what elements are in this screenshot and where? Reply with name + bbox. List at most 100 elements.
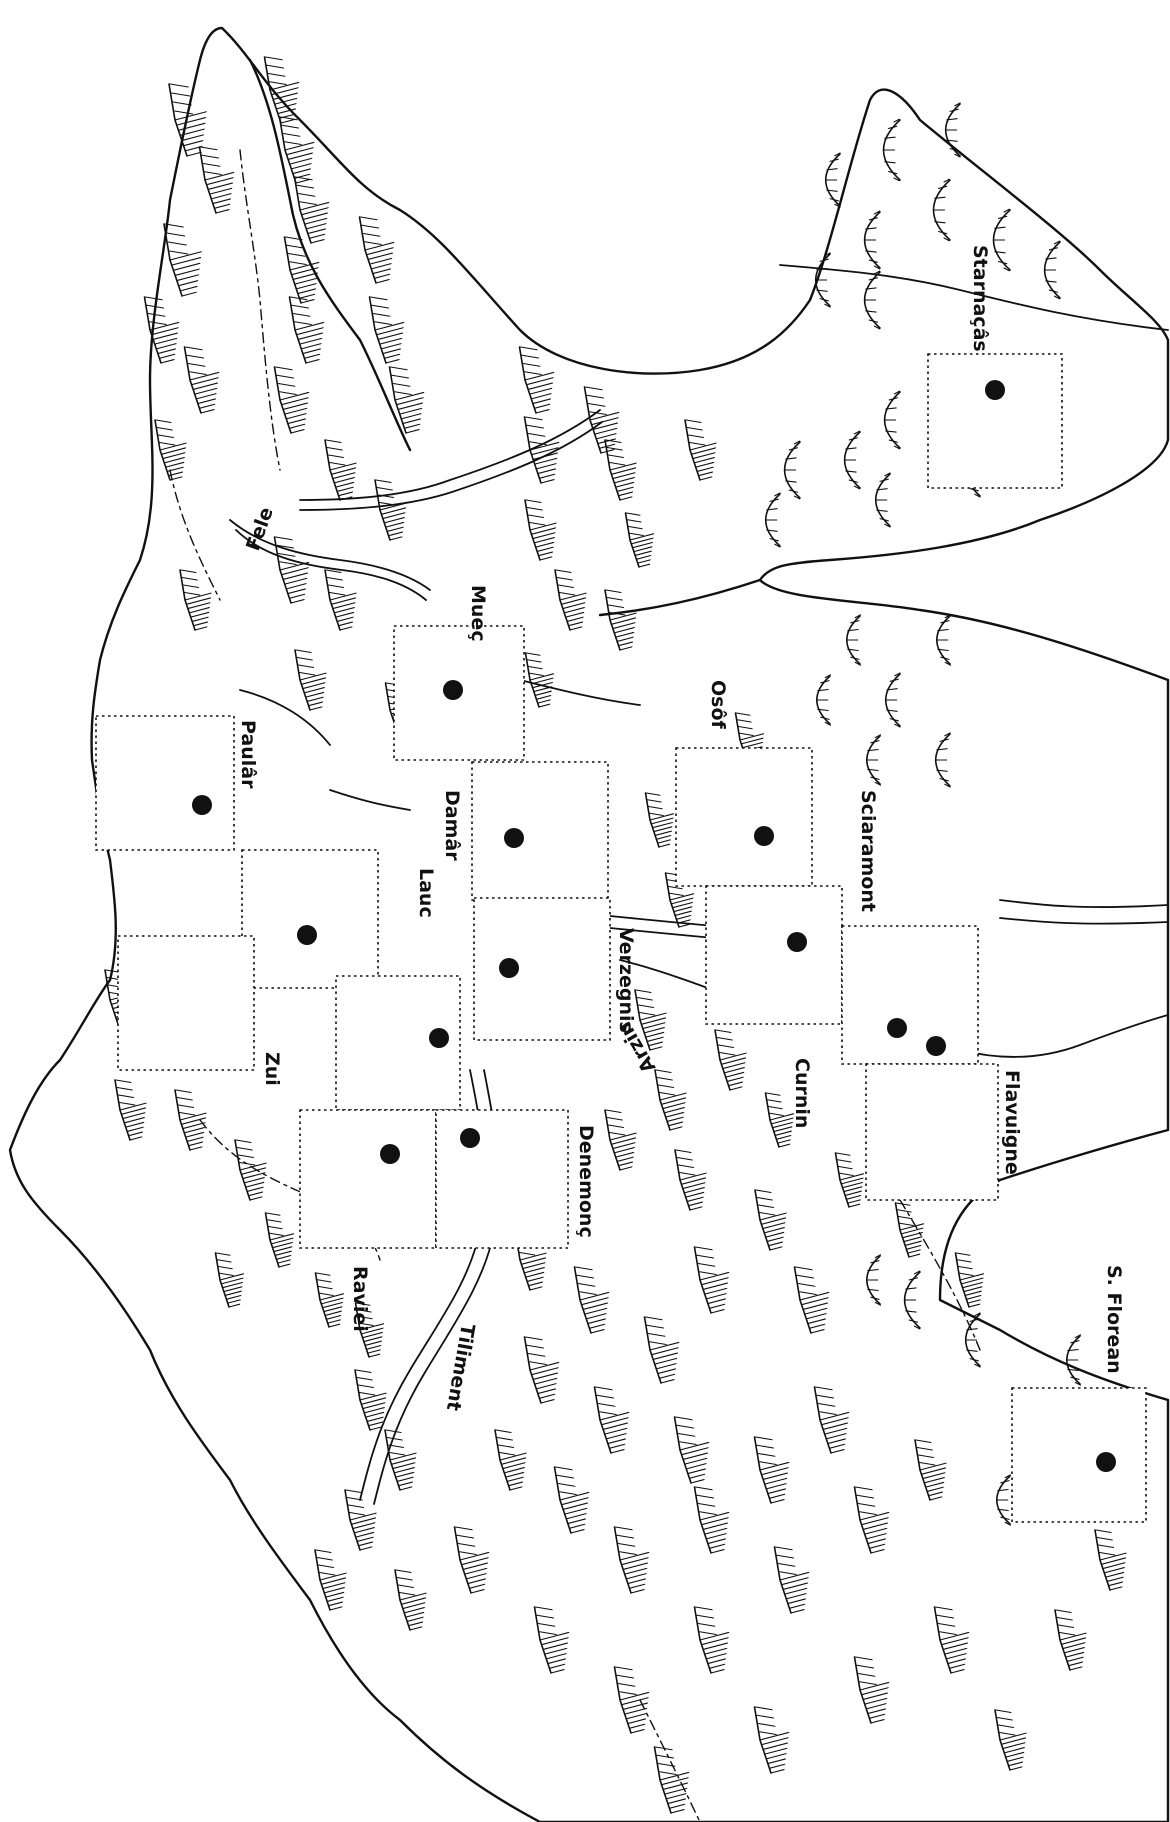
plot-raviei	[299, 1109, 437, 1249]
hill-symbol	[883, 390, 901, 450]
label-muec: Mueç	[467, 585, 489, 642]
label-fele: Fele	[242, 504, 278, 553]
mountain-symbol	[524, 652, 555, 708]
mountain-symbol	[163, 223, 202, 297]
inner-ridge-line	[248, 58, 412, 452]
settlement-dots	[192, 380, 1116, 1472]
settlement-dot	[429, 1028, 449, 1048]
hill-symbol	[815, 252, 831, 308]
mountain-symbol	[293, 176, 330, 244]
mountain-symbol	[853, 1486, 890, 1554]
mountain-symbol	[604, 1109, 637, 1171]
mountain-symbol	[234, 1139, 267, 1201]
settlement-dot	[460, 1128, 480, 1148]
mountain-symbol	[324, 439, 357, 501]
hill-symbol	[903, 1270, 921, 1330]
mountain-symbol	[754, 1189, 787, 1251]
river-flavuigne-bank	[999, 917, 1169, 925]
river-osof	[519, 679, 641, 706]
label-damar: Damâr	[441, 790, 463, 861]
hill-symbol	[936, 614, 952, 666]
mountain-symbol	[693, 1486, 730, 1554]
mountain-symbol	[914, 1439, 947, 1501]
mountain-symbol	[533, 1606, 570, 1674]
mountain-symbol	[673, 1416, 710, 1484]
mountain-symbol	[634, 989, 667, 1051]
mountain-symbol	[344, 1489, 377, 1551]
mountain-symbol	[518, 346, 555, 414]
mountain-symbol	[314, 1549, 347, 1611]
mountain-symbol	[554, 569, 587, 631]
hill-symbol	[882, 118, 901, 182]
mountain-symbol	[523, 416, 560, 484]
mountain-symbol	[524, 499, 557, 561]
hill-symbol	[945, 102, 961, 158]
mountain-symbol	[264, 1212, 295, 1268]
mountain-symbol	[494, 1429, 527, 1491]
plot-starnacas	[927, 353, 1063, 489]
mountain-symbol	[624, 512, 655, 568]
hill-symbol	[816, 674, 832, 726]
mountain-symbol	[773, 1546, 810, 1614]
plot-osof	[675, 747, 813, 887]
mountain-symbol	[358, 216, 395, 284]
hill-symbol	[992, 208, 1011, 272]
settlement-dot	[985, 380, 1005, 400]
mountain-symbol	[613, 1526, 650, 1594]
label-raviei: Raviei	[349, 1266, 371, 1332]
plot-zui-empty	[117, 935, 255, 1071]
settlement-dot	[1096, 1452, 1116, 1472]
plot-zui	[335, 975, 461, 1111]
mountain-symbol	[273, 536, 310, 604]
mountain-symbol	[214, 1252, 245, 1308]
mountain-symbol	[394, 1569, 427, 1631]
settlement-dot	[443, 680, 463, 700]
mountain-symbol	[179, 569, 212, 631]
mountain-symbol	[314, 1272, 345, 1328]
hill-symbol	[846, 614, 862, 666]
river-muec-bank	[299, 421, 603, 511]
hill-symbol	[1043, 240, 1061, 300]
mountain-symbol	[894, 1202, 925, 1258]
mountain-symbol	[583, 386, 620, 454]
hill-symbol	[996, 1474, 1012, 1526]
hill-arcs	[765, 102, 1102, 1526]
label-zui: Zui	[261, 1052, 283, 1086]
plot-verzegnis	[473, 897, 611, 1041]
label-lauc: Lauc	[415, 868, 437, 918]
mountain-symbol	[1094, 1529, 1127, 1591]
hill-symbol	[765, 492, 781, 548]
mountain-symbol	[273, 366, 310, 434]
main-valley-outline	[8, 26, 1170, 1822]
river-paular	[239, 689, 331, 746]
river-starnacas	[779, 264, 1169, 331]
hill-symbol	[863, 210, 881, 270]
settlement-dot	[926, 1036, 946, 1056]
mountain-symbol	[374, 479, 407, 541]
mountain-symbol	[654, 1069, 687, 1131]
mountain-symbol	[753, 1706, 790, 1774]
plot-s-florean	[1011, 1387, 1147, 1523]
mountain-symbol	[553, 1466, 590, 1534]
stream-east	[899, 1199, 981, 1351]
stream-north	[239, 149, 281, 471]
mountain-symbol	[644, 792, 675, 848]
plot-sciaramont	[705, 885, 843, 1025]
east-bank-line	[598, 578, 762, 617]
mountain-symbol	[604, 589, 637, 651]
mountain-symbol	[354, 1369, 387, 1431]
label-osof: Osôf	[707, 680, 729, 730]
mountain-symbol	[368, 296, 405, 364]
settlement-dot	[297, 925, 317, 945]
mountain-symbol	[168, 83, 207, 157]
label-sciaramont: Sciaramont	[857, 790, 879, 912]
mountain-symbol	[853, 1656, 890, 1724]
label-s-florean: S. Florean	[1103, 1265, 1125, 1374]
mountain-symbol	[288, 296, 325, 364]
label-paular: Paulâr	[237, 720, 259, 789]
mountain-symbol	[573, 1266, 610, 1334]
mountain-symbol	[294, 649, 327, 711]
stream-west	[169, 469, 221, 601]
mountain-symbol	[684, 419, 717, 481]
river-fele-bank	[235, 529, 427, 601]
